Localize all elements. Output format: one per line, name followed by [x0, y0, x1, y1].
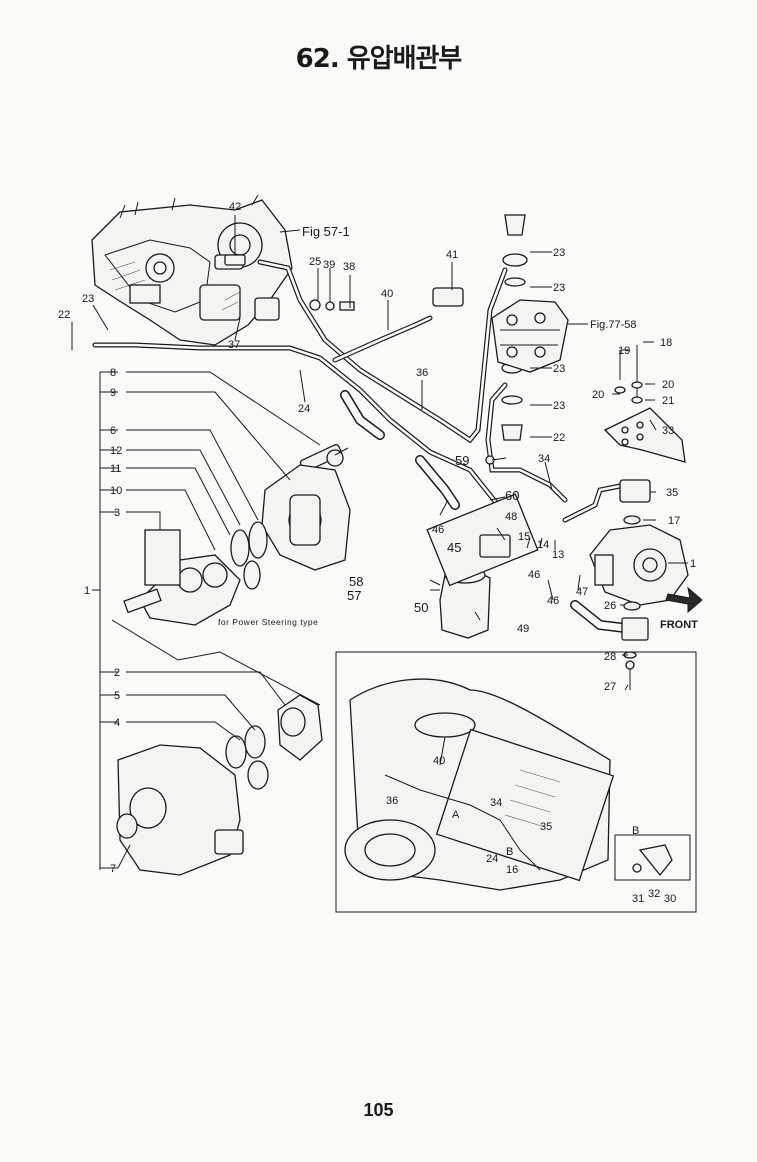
part-label-3: 3 — [114, 507, 120, 519]
gear-pump-exploded — [123, 447, 351, 626]
part-label-8: 8 — [110, 367, 116, 379]
part-label-46-b: 46 — [528, 569, 540, 581]
part-label-1: 1 — [690, 558, 696, 570]
part-label-47: 47 — [576, 586, 588, 598]
view-label-b-detail: B — [632, 825, 639, 837]
part-label-50: 50 — [414, 600, 428, 615]
part-label-15: 15 — [518, 531, 530, 543]
leader-lines — [71, 215, 688, 870]
part-label-42: 42 — [229, 201, 241, 213]
part-label-5: 5 — [114, 690, 120, 702]
part-label-34: 34 — [538, 453, 550, 465]
part-label-24-inset: 24 — [486, 853, 498, 865]
annotation-notes: for Power Steering type FRONT — [218, 617, 698, 631]
part-label-19: 19 — [618, 345, 630, 357]
part-label-22-left: 22 — [58, 309, 70, 321]
part-label-23-d: 23 — [553, 400, 565, 412]
part-label-16: 16 — [506, 864, 518, 876]
part-label-49: 49 — [517, 623, 529, 635]
part-label-41: 41 — [446, 249, 458, 261]
part-label-46-a: 46 — [432, 524, 444, 536]
part-label-20-left: 20 — [592, 389, 604, 401]
part-label-7: 7 — [110, 863, 116, 875]
pipe-lines — [92, 259, 630, 633]
part-label-21: 21 — [662, 395, 674, 407]
power-steering-note: for Power Steering type — [218, 617, 318, 627]
part-label-35: 35 — [666, 487, 678, 499]
pump-body-lower — [116, 694, 323, 876]
part-label-31: 31 — [632, 893, 644, 905]
fig-ref-57-1: Fig 57-1 — [302, 224, 350, 239]
part-label-14: 14 — [537, 539, 549, 551]
pump-assembly — [589, 479, 703, 690]
upper-fittings — [224, 214, 528, 472]
part-label-13: 13 — [552, 549, 564, 561]
part-label-25: 25 — [309, 256, 321, 268]
fig-ref-77-58: Fig.77-58 — [590, 319, 636, 331]
part-label-28: 28 — [604, 651, 616, 663]
bracket-assembly — [603, 345, 686, 463]
part-label-23-left: 23 — [82, 293, 94, 305]
part-label-24: 24 — [298, 403, 310, 415]
part-label-17: 17 — [668, 515, 680, 527]
part-label-35-inset: 35 — [540, 821, 552, 833]
part-label-59: 59 — [455, 453, 469, 468]
part-label-10: 10 — [110, 485, 122, 497]
part-label-58: 58 — [349, 574, 363, 589]
part-label-23-c: 23 — [553, 363, 565, 375]
part-label-12: 12 — [110, 445, 122, 457]
front-direction-label: FRONT — [660, 619, 698, 631]
oil-filter-drawing — [426, 493, 539, 639]
part-label-36-inset: 36 — [386, 795, 398, 807]
part-label-11: 11 — [110, 463, 121, 475]
part-label-30: 30 — [664, 893, 676, 905]
part-label-1-left: 1 — [84, 585, 90, 597]
part-label-36: 36 — [416, 367, 428, 379]
page-number: 105 — [363, 1100, 394, 1120]
part-label-48: 48 — [505, 511, 517, 523]
figure-references: Fig 57-1 Fig.77-58 — [302, 224, 636, 331]
part-label-23-a: 23 — [553, 247, 565, 259]
page-title: 62. 유압배관부 — [295, 44, 463, 74]
part-label-32: 32 — [648, 888, 660, 900]
engine-block-drawing — [91, 194, 293, 346]
part-label-40: 40 — [381, 288, 393, 300]
view-label-b: B — [506, 846, 513, 858]
view-labels: A B B — [452, 809, 639, 858]
part-number-labels: 1 2 3 4 5 6 7 8 9 10 11 12 13 14 15 16 1… — [58, 201, 696, 905]
part-label-9: 9 — [110, 387, 116, 399]
part-label-27: 27 — [604, 681, 616, 693]
part-label-60: 60 — [505, 488, 519, 503]
part-label-22: 22 — [553, 432, 565, 444]
part-label-38: 38 — [343, 261, 355, 273]
part-label-40-inset: 40 — [433, 755, 445, 767]
control-valve-drawing — [491, 299, 569, 373]
part-label-6: 6 — [110, 425, 116, 437]
part-label-39: 39 — [323, 259, 335, 271]
view-label-a: A — [452, 809, 460, 821]
part-label-45: 45 — [447, 540, 461, 555]
inset-tractor-view — [335, 651, 697, 913]
part-label-2: 2 — [114, 667, 120, 679]
part-label-26: 26 — [604, 600, 616, 612]
part-label-4: 4 — [114, 717, 120, 729]
part-label-34-inset: 34 — [490, 797, 502, 809]
part-label-18: 18 — [660, 337, 672, 349]
part-label-23-b: 23 — [553, 282, 565, 294]
part-label-33: 33 — [662, 425, 674, 437]
part-label-46-c: 46 — [547, 595, 559, 607]
part-label-20: 20 — [662, 379, 674, 391]
part-label-57: 57 — [347, 588, 361, 603]
part-label-37: 37 — [228, 339, 240, 351]
